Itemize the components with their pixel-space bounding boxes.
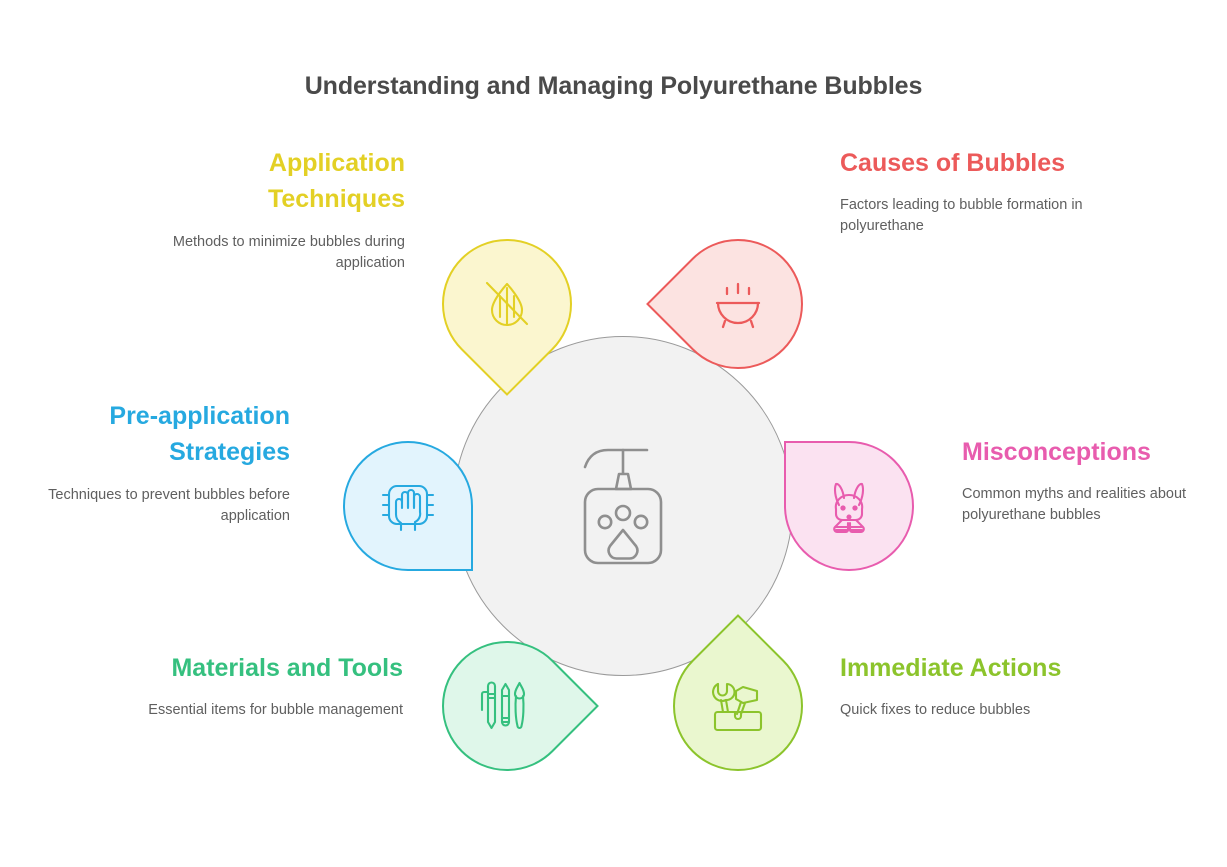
node-causes-of-bubbles[interactable] [646, 212, 830, 396]
description-pre-application-strategies: Techniques to prevent bubbles before app… [48, 486, 290, 524]
pen-pencil-brush-icon [480, 681, 526, 730]
toolbox-wrench-hammer-icon [712, 682, 763, 732]
steaming-bowl-icon [715, 282, 761, 329]
node-pre-application-strategies[interactable] [343, 441, 473, 571]
node-misconceptions[interactable] [784, 441, 914, 571]
hand-brush-icon [381, 484, 435, 532]
description-misconceptions: Common myths and realities about polyure… [962, 486, 1187, 524]
heading-causes-of-bubbles: Causes of Bubbles [840, 149, 1066, 177]
pump-bottle-paw-icon [583, 448, 663, 565]
label-application-techniques: Application Techniques Methods to minimi… [135, 145, 405, 274]
label-pre-application-strategies: Pre-application Strategies Techniques to… [20, 398, 290, 527]
description-application-techniques: Methods to minimize bubbles during appli… [172, 233, 405, 271]
node-materials-and-tools[interactable] [415, 614, 599, 798]
label-causes-of-bubbles: Causes of Bubbles Factors leading to bub… [840, 145, 1110, 237]
node-application-techniques[interactable] [415, 212, 599, 396]
description-materials-and-tools: Essential items for bubble management [148, 702, 403, 719]
description-causes-of-bubbles: Factors leading to bubble formation in p… [840, 197, 1083, 235]
label-immediate-actions: Immediate Actions Quick fixes to reduce … [840, 650, 1110, 721]
heading-misconceptions: Misconceptions [962, 438, 1151, 466]
no-water-drop-icon [485, 281, 529, 327]
heading-materials-and-tools: Materials and Tools [171, 654, 403, 682]
heading-application-techniques: Application Techniques [267, 149, 405, 214]
heading-immediate-actions: Immediate Actions [840, 654, 1062, 682]
heading-pre-application-strategies: Pre-application Strategies [109, 402, 290, 467]
page-title: Understanding and Managing Polyurethane … [304, 72, 923, 100]
node-immediate-actions[interactable] [646, 614, 830, 798]
label-materials-and-tools: Materials and Tools Essential items for … [133, 650, 403, 721]
label-misconceptions: Misconceptions Common myths and realitie… [962, 434, 1227, 526]
description-immediate-actions: Quick fixes to reduce bubbles [840, 702, 1031, 719]
rabbit-face-icon [833, 482, 865, 534]
